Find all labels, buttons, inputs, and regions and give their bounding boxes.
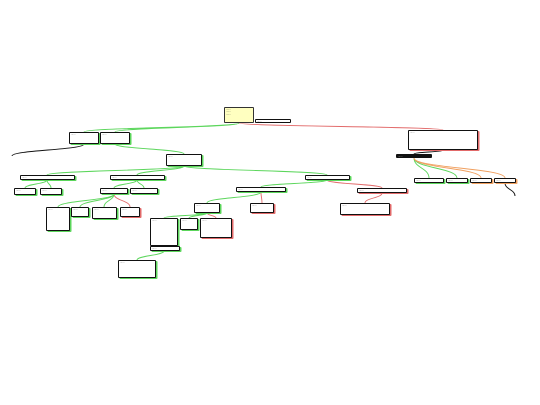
- branch-text-14: ……: [42, 188, 47, 192]
- branch-text-27: ……: [182, 218, 187, 222]
- root-node-text: …… …… ……: [226, 107, 231, 116]
- connector-line: [326, 179, 383, 189]
- connector-line: [103, 193, 115, 208]
- branch-text-4: ……: [168, 154, 173, 158]
- branch-node-18[interactable]: ……: [357, 188, 407, 193]
- branch-node-23[interactable]: ……: [194, 203, 220, 213]
- branch-node-5[interactable]: ……: [396, 154, 432, 158]
- branch-node-26[interactable]: ……: [150, 218, 178, 246]
- branch-node-6[interactable]: ……: [20, 175, 75, 180]
- branch-text-19: ……: [48, 207, 53, 211]
- branch-node-15[interactable]: ……: [100, 188, 128, 194]
- branch-text-7: ……: [112, 175, 117, 179]
- connector-line: [183, 165, 328, 176]
- branch-text-5: ……: [398, 154, 403, 158]
- branch-text-10: ……: [448, 178, 453, 182]
- connector-line: [136, 165, 185, 176]
- connector-line: [413, 157, 482, 179]
- connector-line: [57, 193, 115, 208]
- connector-line: [413, 157, 506, 179]
- branch-text-11: ……: [472, 178, 477, 182]
- connector-line: [504, 182, 516, 197]
- branch-text-26: ……: [152, 218, 157, 222]
- branch-node-25[interactable]: ……: [340, 203, 390, 215]
- branch-node-4[interactable]: ……: [166, 154, 202, 166]
- branch-text-16: ……: [132, 188, 137, 192]
- connector-line: [24, 179, 48, 189]
- connector-line: [260, 191, 263, 204]
- branch-text-15: ……: [102, 188, 107, 192]
- root-note-node[interactable]: ……: [255, 119, 291, 123]
- branch-text-24: ……: [252, 203, 257, 207]
- connector-line: [114, 122, 240, 133]
- connector-line: [188, 212, 208, 219]
- branch-text-8: ……: [307, 175, 312, 179]
- branch-text-28: ……: [202, 218, 207, 222]
- connector-line: [136, 179, 145, 189]
- branch-text-17: ……: [238, 187, 243, 191]
- root-node[interactable]: …… …… ……: [224, 107, 254, 123]
- branch-text-22: ……: [122, 207, 127, 211]
- branch-text-25: ……: [342, 203, 347, 207]
- branch-text-18: ……: [359, 188, 364, 192]
- branch-node-3[interactable]: ……: [408, 130, 478, 150]
- connector-line: [238, 122, 444, 131]
- connector-line: [206, 212, 217, 219]
- branch-text-30: ……: [120, 260, 125, 264]
- branch-text-6: ……: [22, 175, 27, 179]
- branch-node-24[interactable]: ……: [250, 203, 274, 213]
- branch-node-11[interactable]: ……: [470, 178, 492, 183]
- branch-node-27[interactable]: ……: [180, 218, 198, 230]
- branch-text-2: ……: [102, 132, 107, 136]
- branch-node-21[interactable]: ……: [92, 207, 117, 219]
- root-note-text: ……: [257, 119, 262, 123]
- connector-line: [114, 143, 185, 155]
- branch-text-1: ……: [71, 132, 76, 136]
- branch-text-9: ……: [416, 178, 421, 182]
- branch-node-12[interactable]: ……: [494, 178, 516, 183]
- branch-node-9[interactable]: ……: [414, 178, 444, 183]
- branch-text-21: ……: [94, 207, 99, 211]
- branch-node-1[interactable]: ……: [69, 132, 99, 144]
- connector-line: [46, 165, 185, 176]
- branch-text-20: ……: [73, 207, 78, 211]
- branch-text-13: ……: [16, 188, 21, 192]
- connector-line: [46, 179, 52, 189]
- branch-node-14[interactable]: ……: [40, 188, 62, 195]
- connector-line: [413, 149, 444, 155]
- connector-line: [136, 250, 165, 261]
- branch-node-20[interactable]: ……: [71, 207, 89, 217]
- branch-node-13[interactable]: ……: [14, 188, 36, 195]
- connector-line: [413, 157, 458, 179]
- connector-line: [206, 191, 262, 204]
- branch-node-17[interactable]: ……: [236, 187, 286, 192]
- branch-node-22[interactable]: ……: [120, 207, 140, 217]
- connector-line: [364, 192, 383, 204]
- branch-node-16[interactable]: ……: [130, 188, 158, 194]
- branch-node-10[interactable]: ……: [446, 178, 468, 183]
- branch-node-2[interactable]: ……: [100, 132, 130, 144]
- connector-line: [260, 179, 328, 188]
- branch-node-28[interactable]: ……: [200, 218, 232, 238]
- connector-line: [113, 193, 131, 208]
- connector-line: [113, 179, 138, 189]
- branch-text-29: ……: [152, 246, 157, 250]
- branch-node-7[interactable]: ……: [110, 175, 165, 180]
- branch-text-3: ……: [410, 130, 415, 134]
- connector-line: [83, 122, 240, 133]
- branch-node-8[interactable]: ……: [305, 175, 350, 180]
- branch-text-23: ……: [196, 203, 201, 207]
- branch-text-12: ……: [496, 178, 501, 182]
- connector-line: [79, 193, 115, 208]
- branch-node-29[interactable]: ……: [150, 246, 180, 251]
- connector-line: [11, 143, 85, 157]
- branch-node-19[interactable]: ……: [46, 207, 70, 231]
- branch-node-30[interactable]: ……: [118, 260, 156, 278]
